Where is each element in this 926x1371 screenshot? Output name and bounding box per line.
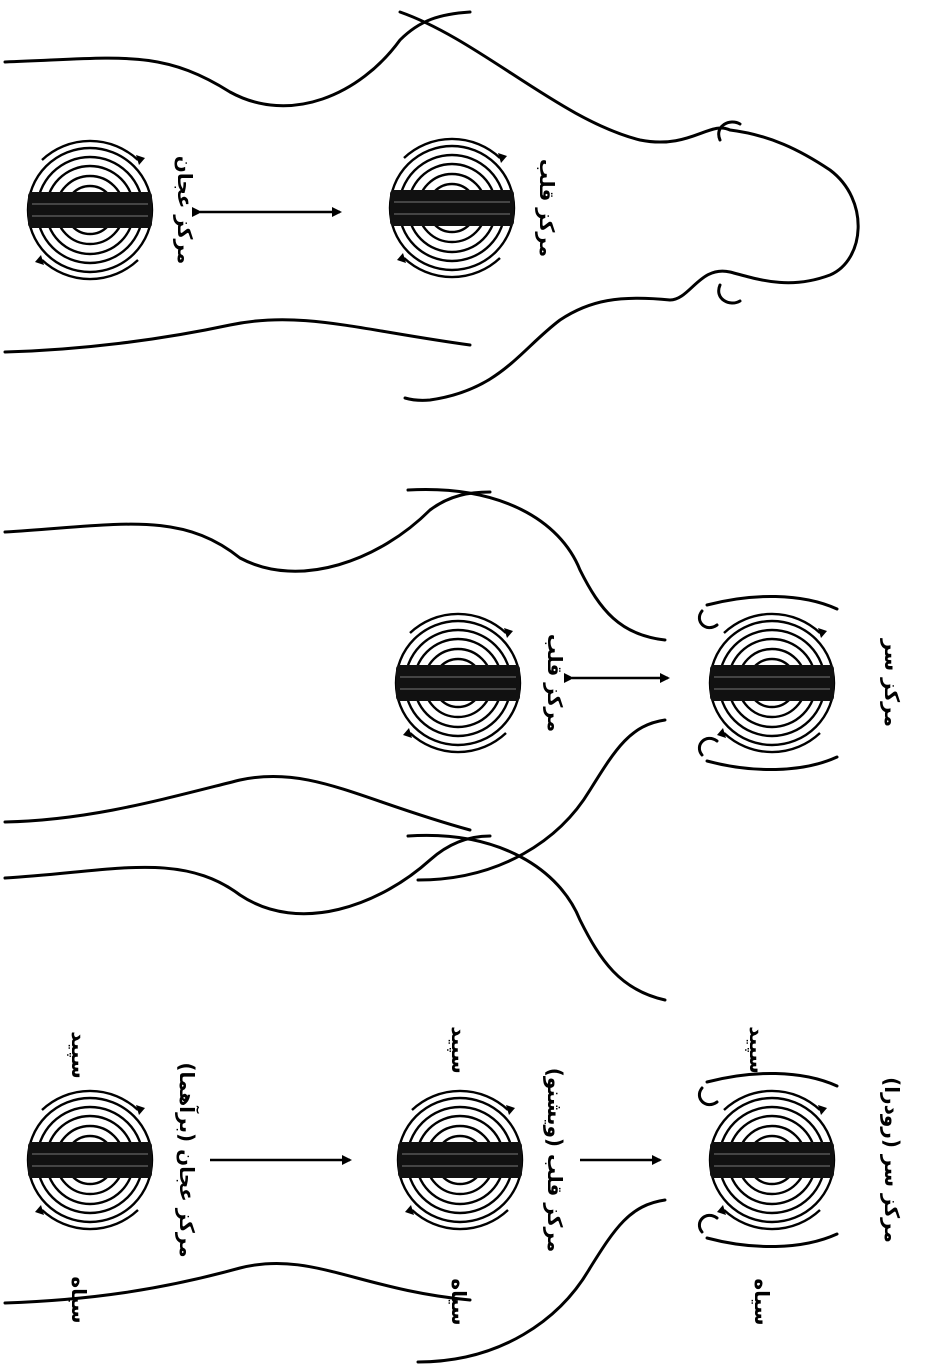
- label-solar-plexus: مرکز عجان (برآهما): [175, 1062, 200, 1257]
- shoulder-upper: [408, 490, 665, 640]
- center-symbol: [396, 614, 520, 752]
- label-heart: مرکز قلب (ویشنو): [543, 1068, 567, 1253]
- label-heart: مرکز قلب: [543, 634, 567, 732]
- center-heart: [398, 1091, 522, 1229]
- side-label-right: سپید: [66, 1031, 91, 1079]
- body-outline-lower: [5, 776, 470, 830]
- center-symbol: [28, 141, 152, 279]
- side-label-right: سپید: [744, 1026, 769, 1074]
- center-symbol: [398, 1091, 522, 1229]
- side-label-left: سیاه: [750, 1278, 774, 1325]
- label-head: مرکز سر (رودرا): [880, 1077, 904, 1243]
- label-heart: مرکز قلب: [535, 159, 559, 257]
- center-heart: [396, 614, 520, 752]
- center-symbol: [390, 139, 514, 277]
- side-label-left: سیاه: [67, 1276, 91, 1323]
- body-outline-lower: [5, 320, 470, 352]
- center-heart: [390, 139, 514, 277]
- panel-2: مرکز قلب مرکز سر: [5, 490, 904, 880]
- center-head: [699, 1073, 837, 1246]
- panel-1: مرکز عجان مرکز قلب: [5, 12, 858, 400]
- center-symbol: [710, 1091, 834, 1229]
- shoulder-upper: [408, 835, 665, 1000]
- label-head: مرکز سر: [880, 638, 904, 727]
- center-head: [699, 596, 837, 769]
- body-outline-upper: [5, 492, 490, 571]
- ear-outline: [719, 122, 740, 303]
- label-solar-plexus: مرکز عجان: [173, 156, 197, 265]
- body-outline-upper: [5, 12, 470, 106]
- center-symbol: [710, 614, 834, 752]
- panel-3: مرکز عجان (برآهما) مرکز قلب (ویشنو) مرکز…: [5, 835, 904, 1362]
- side-label-left: سیاه: [447, 1278, 471, 1325]
- side-label-right: سپید: [446, 1026, 471, 1074]
- center-solar-plexus: [28, 141, 152, 279]
- center-symbol: [28, 1091, 152, 1229]
- center-solar-plexus: [28, 1091, 152, 1229]
- body-outline-upper: [5, 836, 490, 914]
